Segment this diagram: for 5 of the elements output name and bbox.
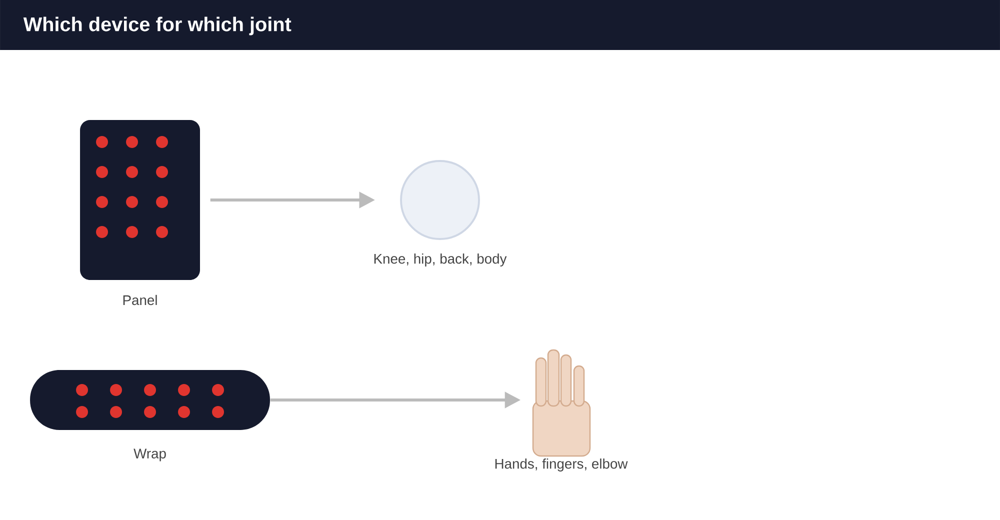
node-label: Knee, hip, back, body xyxy=(374,254,507,266)
node-label: Wrap xyxy=(134,448,166,462)
title-bar: Which device for which joint xyxy=(0,0,1000,50)
node-label: Panel xyxy=(123,294,157,306)
node-label: Hands, fingers, elbow xyxy=(495,458,628,472)
